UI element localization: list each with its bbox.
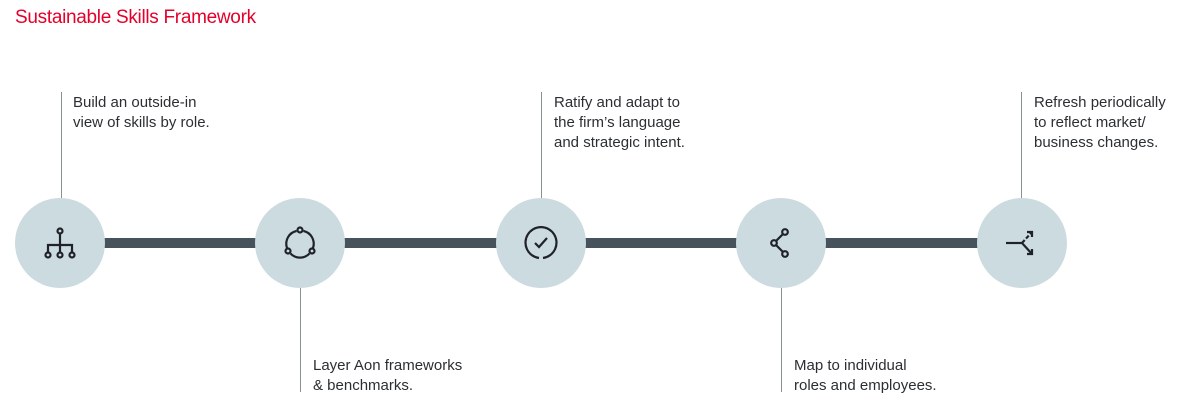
connector-line <box>300 288 301 392</box>
step-node-1 <box>15 198 105 288</box>
page-title: Sustainable Skills Framework <box>15 7 256 28</box>
connector-line <box>781 288 782 392</box>
split-arrows-icon <box>1006 230 1034 256</box>
cycle-icon <box>284 226 316 259</box>
connector-line <box>541 92 542 198</box>
step-node-2 <box>255 198 345 288</box>
share-icon <box>770 228 789 258</box>
step-node-4 <box>736 198 826 288</box>
step-node-3 <box>496 198 586 288</box>
step-text-4: Map to individual roles and employees. <box>794 357 937 394</box>
step-text-5: Refresh periodically to reflect market/ … <box>1034 94 1166 151</box>
check-circle-icon <box>524 226 558 260</box>
step-text-3: Ratify and adapt to the firm’s language … <box>554 94 685 151</box>
org-chart-icon <box>44 227 76 259</box>
step-text-2: Layer Aon frameworks & benchmarks. <box>313 357 463 394</box>
connector-line <box>1021 92 1022 198</box>
step-node-5 <box>977 198 1067 288</box>
connector-line <box>61 92 62 198</box>
step-text-1: Build an outside-in view of skills by ro… <box>73 94 210 131</box>
